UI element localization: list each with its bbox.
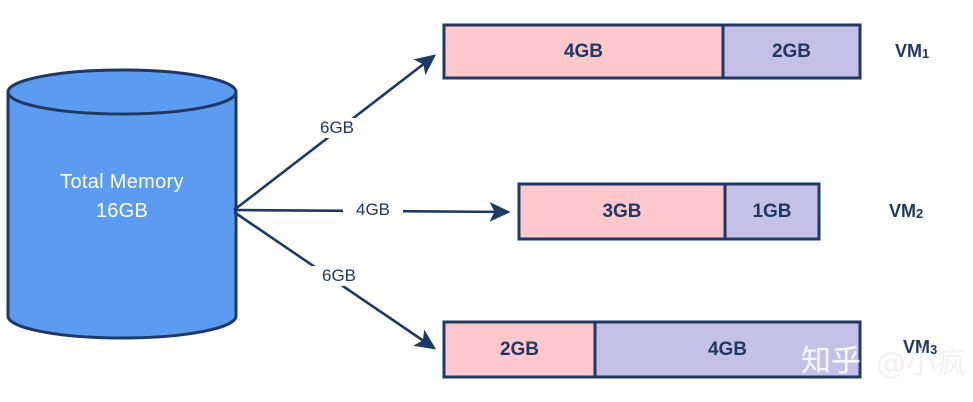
vm1-name-label: VM1: [895, 41, 929, 62]
vm3-name-index: 3: [930, 342, 938, 357]
vm3-name-label: VM3: [903, 337, 937, 358]
cylinder-top-ellipse: [6, 68, 238, 116]
vm1-name-index: 1: [922, 46, 930, 61]
total-memory-cylinder: [6, 68, 238, 340]
flow-label-vm2: 4GB: [343, 200, 403, 220]
vm3-memory-bar: [442, 320, 862, 379]
vm2-name-base: VM: [889, 201, 916, 221]
vm2-name-label: VM2: [889, 201, 923, 222]
vm2-name-index: 2: [916, 206, 924, 221]
vm1-segment-used: [442, 23, 725, 80]
vm3-segment-used: [442, 320, 597, 379]
vm2-memory-bar: [517, 182, 821, 241]
cylinder-body: [6, 90, 238, 340]
vm1-memory-bar: [442, 23, 862, 80]
vm3-name-base: VM: [903, 337, 930, 357]
vm2-segment-used: [517, 182, 727, 241]
vm3-segment-free: [593, 320, 862, 379]
flow-label-vm1: 6GB: [307, 118, 367, 138]
vm1-segment-free: [721, 23, 862, 80]
flow-label-vm3: 6GB: [309, 266, 369, 286]
vm1-name-base: VM: [895, 41, 922, 61]
vm2-segment-free: [723, 182, 821, 241]
